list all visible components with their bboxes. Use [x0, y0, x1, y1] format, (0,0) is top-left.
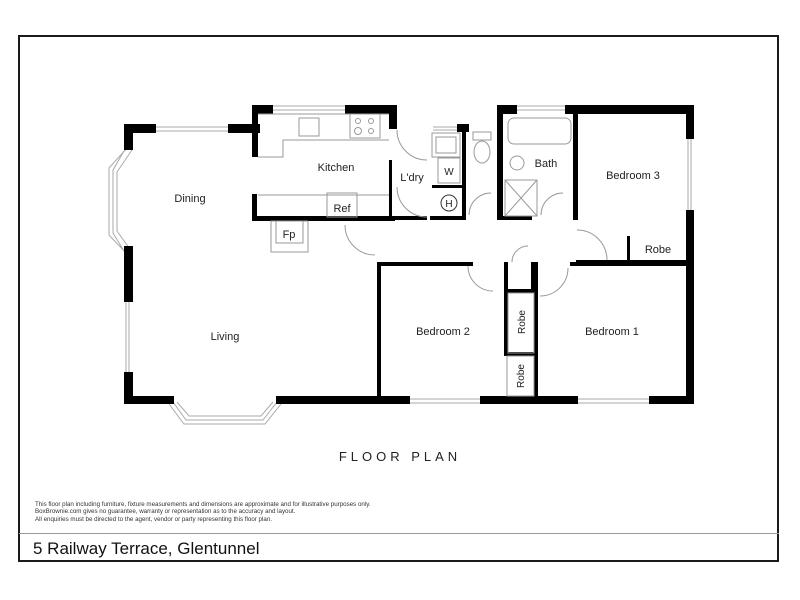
room-label-ref: Ref: [333, 203, 351, 215]
room-label-robe-lower: Robe: [516, 364, 527, 388]
footer-divider: [19, 533, 779, 534]
fixture-label-hws: H: [445, 199, 452, 210]
property-address: 5 Railway Terrace, Glentunnel: [33, 539, 260, 558]
room-label-bedroom3: Bedroom 3: [606, 170, 660, 182]
fixtures: [258, 113, 608, 397]
windows: [108, 105, 692, 425]
room-label-kitchen: Kitchen: [318, 162, 355, 174]
room-label-living: Living: [211, 331, 240, 343]
room-label-laundry: L'dry: [400, 172, 424, 184]
room-label-bedroom2: Bedroom 2: [416, 326, 470, 338]
fixture-label-washer: W: [444, 167, 454, 178]
plan-title: FLOOR PLAN: [338, 449, 462, 464]
disclaimer-line: BoxBrownie.com gives no guarantee, warra…: [35, 508, 296, 516]
room-label-dining: Dining: [174, 193, 205, 205]
room-label-robe-bedroom3: Robe: [645, 244, 671, 256]
walls: [124, 105, 694, 404]
disclaimer-line: This floor plan including furniture, fix…: [35, 501, 371, 508]
room-label-robe-upper: Robe: [517, 310, 528, 334]
room-label-fp: Fp: [283, 229, 296, 241]
disclaimer-line: All enquiries must be directed to the ag…: [35, 515, 272, 523]
room-label-bath: Bath: [535, 158, 558, 170]
room-label-bedroom1: Bedroom 1: [585, 326, 639, 338]
disclaimer: This floor plan including furniture, fix…: [35, 501, 371, 523]
page-frame: [18, 35, 779, 562]
